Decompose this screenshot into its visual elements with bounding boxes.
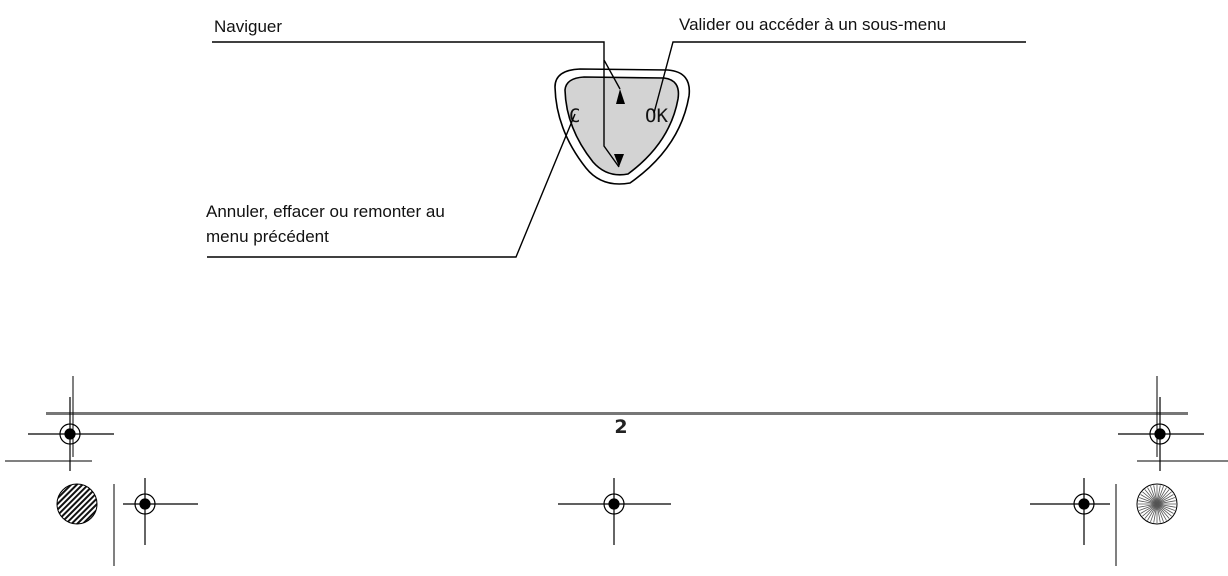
footer-rule bbox=[46, 412, 1188, 415]
cancel-label-line-2: menu précédent bbox=[206, 227, 329, 246]
navigate-leader-line-down bbox=[603, 60, 620, 168]
page-number: 2 bbox=[614, 416, 628, 438]
registration-star-dark bbox=[56, 483, 98, 525]
registration-mark-bottom-right bbox=[1030, 478, 1110, 545]
registration-mark-bottom-center bbox=[558, 478, 671, 545]
crop-marks bbox=[5, 376, 1228, 566]
registration-star-light bbox=[1136, 483, 1178, 525]
validate-label: Valider ou accéder à un sous-menu bbox=[679, 15, 947, 34]
cancel-label-line-1: Annuler, effacer ou remonter au bbox=[206, 202, 445, 221]
down-arrow-icon bbox=[614, 154, 624, 167]
ok-key-glyph: OK bbox=[645, 105, 668, 127]
registration-mark-top-left bbox=[28, 397, 114, 471]
validate-leader-line bbox=[653, 41, 1026, 114]
navigate-leader-line bbox=[212, 41, 621, 90]
keypad-navigation-key bbox=[564, 76, 680, 176]
registration-mark-bottom-left bbox=[123, 478, 198, 545]
registration-mark-top-right bbox=[1118, 397, 1204, 471]
up-arrow-icon bbox=[616, 89, 625, 104]
cancel-leader-line bbox=[207, 113, 576, 258]
navigate-label: Naviguer bbox=[214, 17, 283, 36]
